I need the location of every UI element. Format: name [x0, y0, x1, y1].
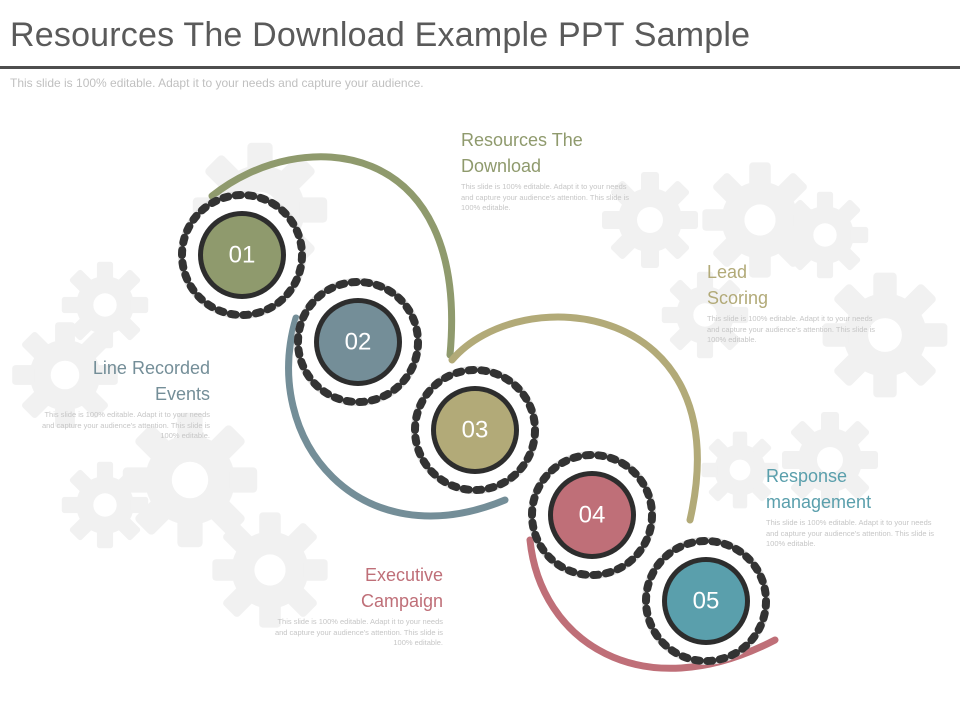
step-03-label: Lead Scoring This slide is 100% editable…: [707, 259, 882, 346]
step-02-body: This slide is 100% editable. Adapt it to…: [30, 410, 210, 442]
step-05-heading: Response management: [766, 463, 944, 515]
step-04-heading-line1: Executive: [263, 562, 443, 588]
step-03-gear: 03: [411, 366, 539, 494]
step-05-number: 05: [693, 588, 720, 615]
step-03-number: 03: [462, 417, 489, 444]
step-01-heading: Resources The Download: [461, 127, 636, 179]
step-03-body: This slide is 100% editable. Adapt it to…: [707, 314, 882, 346]
step-01-label: Resources The Download This slide is 100…: [461, 127, 636, 214]
step-05-heading-line1: Response: [766, 463, 944, 489]
step-04-heading: Executive Campaign: [263, 562, 443, 614]
step-02-heading: Line Recorded Events: [30, 355, 210, 407]
step-03-heading-line2: Scoring: [707, 285, 882, 311]
step-02-label: Line Recorded Events This slide is 100% …: [30, 355, 210, 442]
step-03-heading-line1: Lead: [707, 259, 882, 285]
step-02-heading-line1: Line Recorded: [30, 355, 210, 381]
step-01-heading-line2: Download: [461, 153, 636, 179]
step-01-heading-line1: Resources The: [461, 127, 636, 153]
step-04-label: Executive Campaign This slide is 100% ed…: [263, 562, 443, 649]
step-04-heading-line2: Campaign: [263, 588, 443, 614]
step-02-gear: 02: [294, 278, 422, 406]
step-04-body: This slide is 100% editable. Adapt it to…: [263, 617, 443, 649]
step-05-gear: 05: [642, 537, 770, 665]
step-05-body: This slide is 100% editable. Adapt it to…: [766, 518, 944, 550]
step-04-number: 04: [579, 502, 606, 529]
step-05-label: Response management This slide is 100% e…: [766, 463, 944, 550]
step-03-heading: Lead Scoring: [707, 259, 882, 311]
step-05-heading-line2: management: [766, 489, 944, 515]
step-01-body: This slide is 100% editable. Adapt it to…: [461, 182, 636, 214]
step-01-number: 01: [229, 242, 256, 269]
step-02-heading-line2: Events: [30, 381, 210, 407]
step-04-gear: 04: [528, 451, 656, 579]
step-02-number: 02: [345, 329, 372, 356]
step-01-gear: 01: [178, 191, 306, 319]
